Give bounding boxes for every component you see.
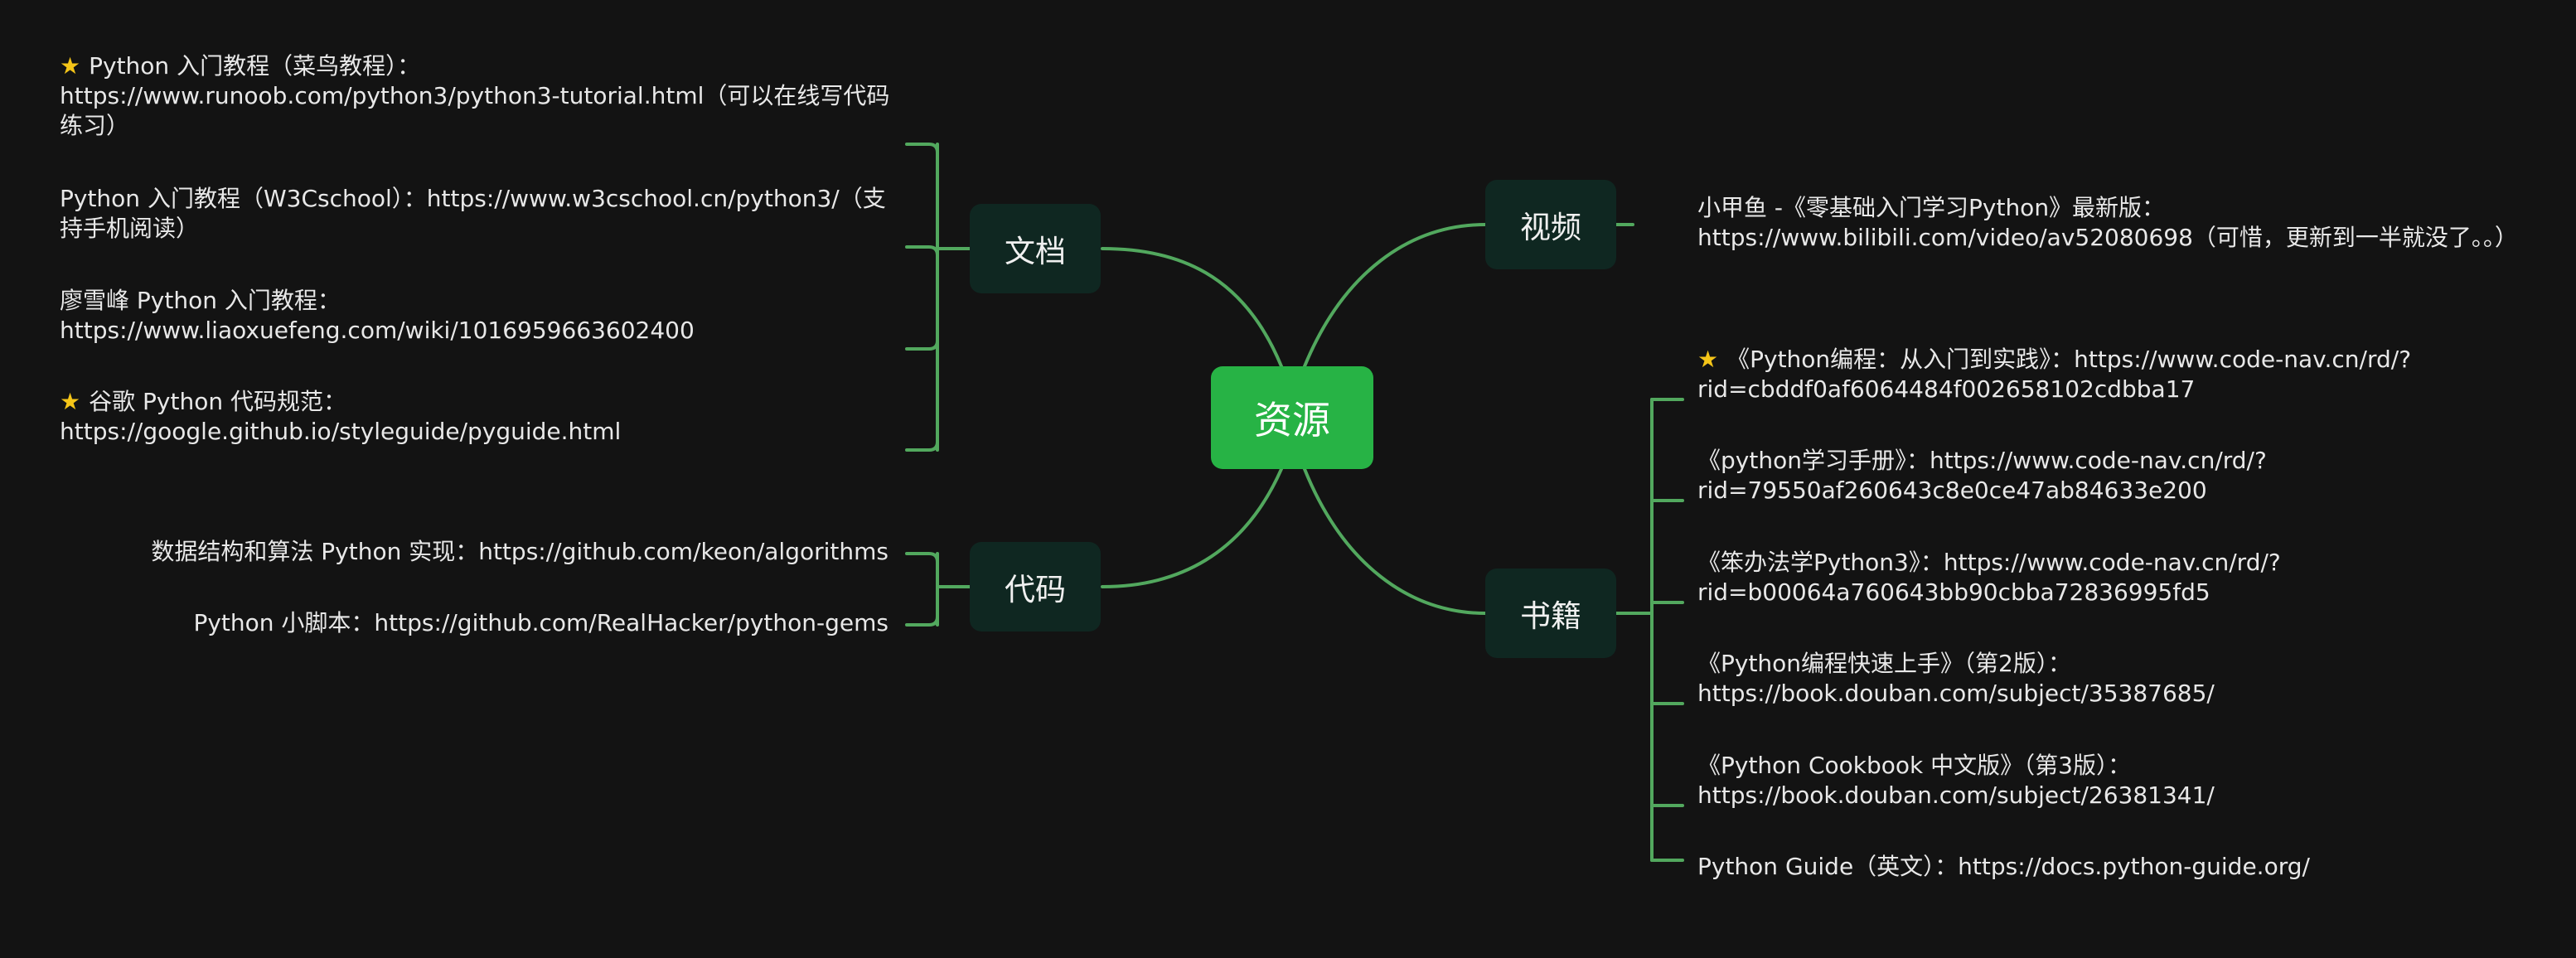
- connector-root-books: [1303, 467, 1487, 615]
- connector-code-leaf-1: [905, 552, 939, 564]
- leaf-text: rid=cbddf0af6064484f002658102cdbba17: [1697, 375, 2196, 403]
- star-icon: ★: [60, 52, 81, 80]
- connector-root-code: [1101, 467, 1283, 588]
- leaf-text-line: 《python学习手册》：https://www.code-nav.cn/rd/…: [1697, 446, 2267, 476]
- leaf-text: 数据结构和算法 Python 实现：https://github.com/keo…: [151, 538, 889, 565]
- connector-docs-leaf-4: [905, 440, 939, 452]
- leaf-text: Python 入门教程（W3Cschool）：https://www.w3csc…: [60, 185, 886, 212]
- leaf-text-line: https://book.douban.com/subject/26381341…: [1697, 781, 2215, 810]
- leaf-text-line: 数据结构和算法 Python 实现：https://github.com/keo…: [151, 537, 889, 567]
- leaf-text-line: ★ Python 入门教程（菜鸟教程）：: [60, 51, 889, 81]
- connector-docs-leaf-2: [905, 245, 939, 257]
- leaf-books-1[interactable]: ★ 《Python编程：从入门到实践》：https://www.code-nav.…: [1697, 345, 2411, 404]
- leaf-text-line: https://google.github.io/styleguide/pygu…: [60, 417, 621, 447]
- leaf-text: https://www.liaoxuefeng.com/wiki/1016959…: [60, 317, 695, 344]
- leaf-text: rid=79550af260643c8e0ce47ab84633e200: [1697, 477, 2207, 504]
- leaf-docs-4[interactable]: ★ 谷歌 Python 代码规范： https://google.github.io…: [60, 387, 621, 447]
- leaf-text: rid=b00064a760643bb90cbba72836995fd5: [1697, 578, 2210, 606]
- leaf-text-line: 《笨办法学Python3》：https://www.code-nav.cn/rd…: [1697, 548, 2281, 578]
- leaf-books-4[interactable]: 《Python编程快速上手》（第2版）： https://book.douban.…: [1697, 649, 2215, 709]
- leaf-text: https://book.douban.com/subject/35387685…: [1697, 680, 2215, 707]
- leaf-text-line: 练习）: [60, 111, 889, 141]
- leaf-text: https://google.github.io/styleguide/pygu…: [60, 418, 622, 445]
- leaf-docs-3[interactable]: 廖雪峰 Python 入门教程： https://www.liaoxuefeng.…: [60, 286, 695, 346]
- leaf-text-line: ★ 《Python编程：从入门到实践》：https://www.code-nav.…: [1697, 345, 2411, 375]
- leaf-books-2[interactable]: 《python学习手册》：https://www.code-nav.cn/rd/…: [1697, 446, 2267, 506]
- leaf-text: 《Python编程：从入门到实践》：https://www.code-nav.c…: [1726, 346, 2412, 373]
- leaf-text-line: Python Guide（英文）：https://docs.python-gui…: [1697, 852, 2310, 882]
- leaf-text: Python 入门教程（菜鸟教程）：: [89, 52, 421, 80]
- leaf-text-line: ★ 谷歌 Python 代码规范：: [60, 387, 621, 417]
- branch-label-books: 书籍: [1520, 598, 1581, 634]
- leaf-text-line: https://www.liaoxuefeng.com/wiki/1016959…: [60, 316, 695, 346]
- connector-root-video: [1303, 223, 1487, 368]
- leaf-video-1[interactable]: 小甲鱼 -《零基础入门学习Python》最新版： https://www.bili…: [1697, 193, 2518, 253]
- leaf-text-line: rid=b00064a760643bb90cbba72836995fd5: [1697, 578, 2281, 607]
- leaf-text-line: rid=79550af260643c8e0ce47ab84633e200: [1697, 476, 2267, 506]
- root-node-resources[interactable]: 资源: [1211, 366, 1373, 469]
- leaf-text: 《Python Cookbook 中文版》（第3版）：: [1697, 752, 2131, 779]
- leaf-text-line: https://www.runoob.com/python3/python3-t…: [60, 81, 889, 111]
- connector-docs-leaf-1: [905, 143, 939, 154]
- leaf-text-line: 持手机阅读）: [60, 214, 886, 244]
- leaf-text-line: https://www.bilibili.com/video/av5208069…: [1697, 223, 2518, 253]
- leaf-text-line: 《Python编程快速上手》（第2版）：: [1697, 649, 2215, 679]
- leaf-text: Python Guide（英文）：https://docs.python-gui…: [1697, 853, 2310, 880]
- leaf-text: 《Python编程快速上手》（第2版）：: [1697, 650, 2071, 677]
- leaf-books-5[interactable]: 《Python Cookbook 中文版》（第3版）：https://book.…: [1697, 751, 2215, 810]
- connector-root-docs: [1101, 247, 1283, 368]
- leaf-code-2[interactable]: Python 小脚本：https://github.com/RealHacker…: [193, 608, 889, 638]
- leaf-text: 持手机阅读）: [60, 215, 200, 242]
- branch-label-code: 代码: [1005, 572, 1066, 607]
- leaf-text-line: https://book.douban.com/subject/35387685…: [1697, 679, 2215, 709]
- branch-node-books[interactable]: 书籍: [1485, 569, 1616, 658]
- leaf-text-line: Python 小脚本：https://github.com/RealHacker…: [193, 608, 889, 638]
- leaf-text: 《笨办法学Python3》：https://www.code-nav.cn/rd…: [1697, 549, 2281, 576]
- leaf-docs-2[interactable]: Python 入门教程（W3Cschool）：https://www.w3csc…: [60, 184, 886, 244]
- root-label: 资源: [1254, 398, 1330, 443]
- leaf-text: 谷歌 Python 代码规范：: [89, 388, 346, 415]
- leaf-books-6[interactable]: Python Guide（英文）：https://docs.python-gui…: [1697, 852, 2310, 882]
- star-icon: ★: [60, 388, 81, 415]
- branch-node-video[interactable]: 视频: [1485, 180, 1616, 269]
- leaf-docs-1[interactable]: ★ Python 入门教程（菜鸟教程）：https://www.runoob.co…: [60, 51, 889, 141]
- branch-node-code[interactable]: 代码: [970, 542, 1101, 631]
- leaf-text-line: rid=cbddf0af6064484f002658102cdbba17: [1697, 375, 2411, 404]
- connector-code-leaf-2: [905, 615, 939, 627]
- leaf-text: 练习）: [60, 112, 130, 139]
- leaf-text: 《python学习手册》：https://www.code-nav.cn/rd/…: [1697, 447, 2267, 474]
- star-icon: ★: [1697, 346, 1719, 373]
- branch-label-video: 视频: [1520, 210, 1581, 245]
- leaf-text-line: 《Python Cookbook 中文版》（第3版）：: [1697, 751, 2215, 781]
- leaf-text-line: Python 入门教程（W3Cschool）：https://www.w3csc…: [60, 184, 886, 214]
- leaf-text: 小甲鱼 -《零基础入门学习Python》最新版：: [1697, 194, 2166, 221]
- leaf-text-line: 廖雪峰 Python 入门教程：: [60, 286, 695, 316]
- leaf-text: https://www.runoob.com/python3/python3-t…: [60, 82, 890, 109]
- leaf-text: Python 小脚本：https://github.com/RealHacker…: [193, 609, 889, 636]
- leaf-text: https://www.bilibili.com/video/av5208069…: [1697, 224, 2518, 251]
- leaf-text: https://book.douban.com/subject/26381341…: [1697, 781, 2215, 809]
- connector-docs-leaf-3: [905, 339, 939, 351]
- leaf-code-1[interactable]: 数据结构和算法 Python 实现：https://github.com/keo…: [151, 537, 889, 567]
- leaf-text-line: 小甲鱼 -《零基础入门学习Python》最新版：: [1697, 193, 2518, 223]
- leaf-text: 廖雪峰 Python 入门教程：: [60, 287, 341, 314]
- branch-label-docs: 文档: [1005, 234, 1066, 269]
- branch-node-docs[interactable]: 文档: [970, 204, 1101, 293]
- leaf-books-3[interactable]: 《笨办法学Python3》：https://www.code-nav.cn/rd…: [1697, 548, 2281, 607]
